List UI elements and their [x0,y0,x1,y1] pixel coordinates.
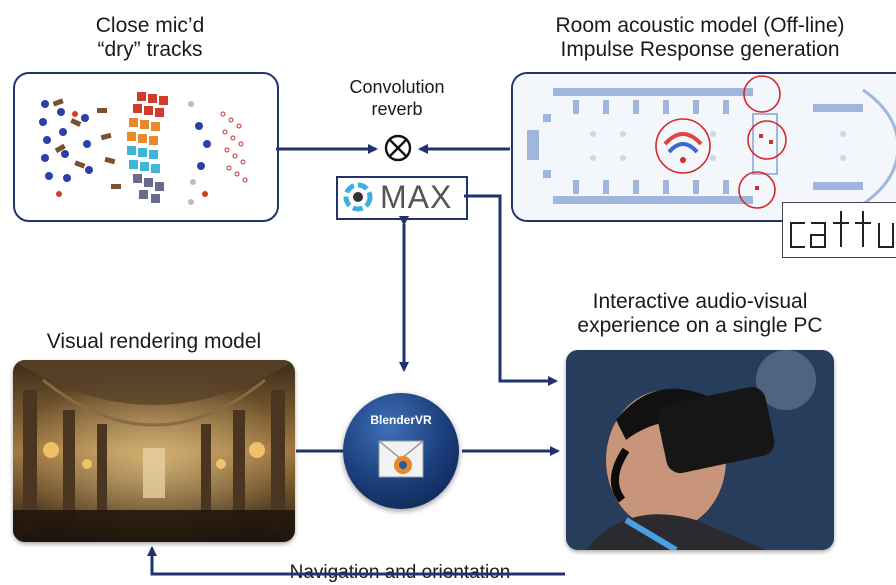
orchestra-seating-diagram [39,92,248,205]
blendervr-label: BlenderVR [370,413,432,427]
catt-wordmark-icon [790,211,894,248]
blender-envelope-icon [378,440,424,478]
max-logo: MAX [336,176,468,220]
room-model-label: Room acoustic model (Off-line) Impulse R… [555,14,845,61]
max-logo-text: MAX [380,179,453,215]
visual-model-label: Visual rendering model [46,330,262,353]
dry-tracks-label: Close mic’d “dry” tracks [95,14,205,61]
cathedral-floor-plan [513,74,896,220]
dry-tracks-panel [13,72,279,222]
navigation-feedback-arrow [147,546,565,576]
blendervr-logo: BlenderVR [343,393,459,509]
convolution-reverb-label: Convolution reverb [349,77,445,119]
vr-user-image [566,350,834,550]
max-ring-icon [343,182,373,212]
catt-logo [782,202,896,258]
convolution-icon [383,133,413,163]
max-to-experience-arrow [464,194,558,386]
room-acoustic-panel [511,72,896,222]
interactive-experience-label: Interactive audio-visual experience on a… [577,290,823,337]
cathedral-interior-image [13,360,295,542]
